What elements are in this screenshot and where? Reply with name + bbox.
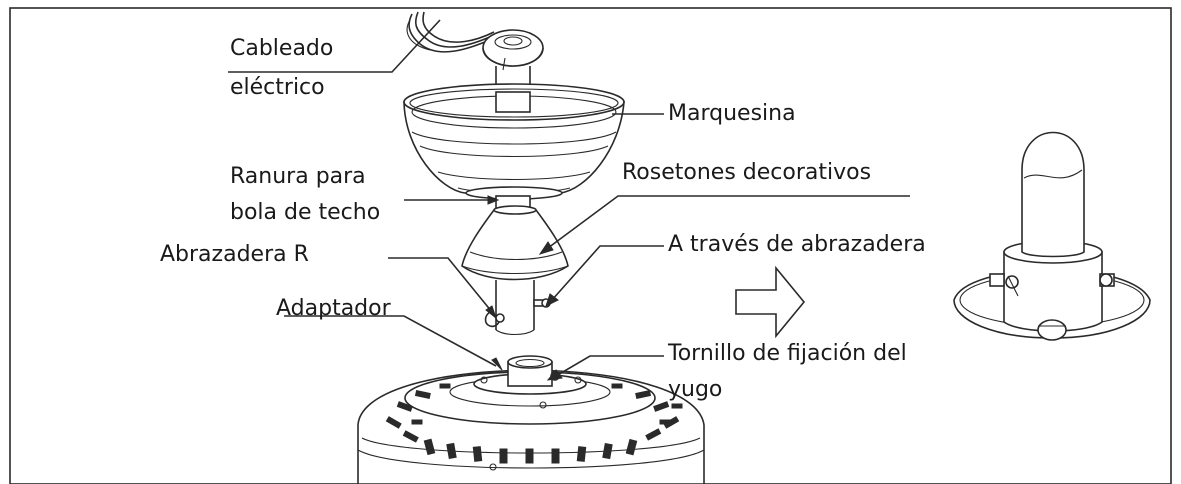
diagram-frame bbox=[9, 7, 1172, 484]
canopy bbox=[403, 83, 625, 200]
assembled-view bbox=[953, 131, 1151, 341]
label-clevis-pin: A través de abrazadera bbox=[668, 232, 926, 257]
label-ball-slot-line-1: Ranura para bbox=[230, 164, 366, 189]
decorative-cover bbox=[461, 205, 569, 281]
label-wiring-line-2: eléctrico bbox=[230, 75, 325, 100]
ceiling-ball bbox=[482, 29, 544, 71]
label-ball-slot-line-2: bola de techo bbox=[230, 200, 381, 225]
downrod-lower bbox=[484, 280, 551, 336]
label-decorative-covers: Rosetones decorativos bbox=[622, 160, 872, 185]
motor-vents bbox=[385, 383, 683, 464]
motor-housing bbox=[357, 355, 705, 484]
label-adapter: Adaptador bbox=[276, 296, 391, 321]
right-arrow-icon bbox=[735, 265, 806, 339]
electrical-wiring bbox=[406, 11, 495, 53]
leader-lines bbox=[228, 19, 910, 381]
label-r-clip: Abrazadera R bbox=[160, 242, 309, 267]
label-yoke-screw-line-1: Tornillo de fijación del bbox=[668, 341, 907, 366]
label-wiring-line-1: Cableado bbox=[230, 36, 334, 61]
label-yoke-screw-line-2: yugo bbox=[668, 377, 723, 402]
label-canopy: Marquesina bbox=[668, 101, 796, 126]
